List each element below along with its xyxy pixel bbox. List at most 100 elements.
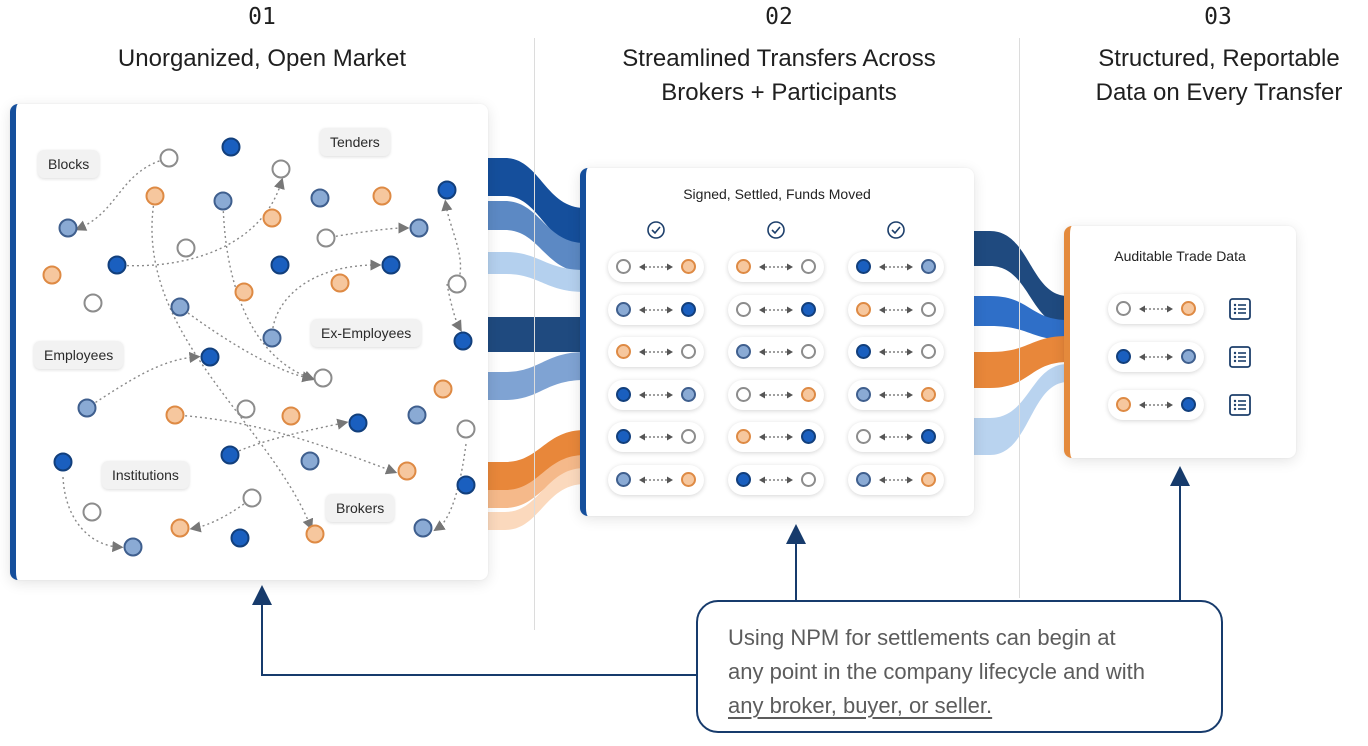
node-mid (856, 471, 871, 487)
market-connection (74, 157, 170, 231)
transfers-card: Signed, Settled, Funds Moved (580, 168, 974, 516)
node-white (801, 471, 816, 487)
transfer-pill (728, 464, 824, 495)
label-employees: Employees (34, 341, 124, 369)
market-connection (151, 195, 314, 531)
transfer-pill (728, 379, 824, 410)
column-title: Structured, Reportable Data on Every Tra… (1070, 42, 1368, 110)
market-node-white (83, 293, 103, 313)
market-node-mid (77, 398, 97, 418)
market-node-mid (310, 188, 330, 208)
market-node-dark (200, 347, 220, 367)
node-dark (856, 259, 871, 274)
label-tenders: Tenders (320, 128, 390, 156)
market-node-dark (381, 255, 401, 275)
node-dark (616, 386, 631, 402)
market-node-dark (220, 445, 240, 465)
market-node-mid (213, 191, 233, 211)
label-institutions: Institutions (102, 461, 189, 489)
callout-link[interactable]: any broker, buyer, or seller. (728, 693, 993, 718)
document-list-icon[interactable] (1228, 345, 1252, 369)
market-node-mid (170, 297, 190, 317)
double-arrow-icon (759, 263, 793, 271)
document-list-icon[interactable] (1228, 297, 1252, 321)
market-node-mid (407, 405, 427, 425)
node-dark (616, 429, 631, 444)
label-ex-employees: Ex-Employees (311, 319, 422, 347)
document-list-icon[interactable] (1228, 393, 1252, 417)
column-title-line: Streamlined Transfers Across (622, 45, 936, 72)
market-node-mid (123, 537, 143, 557)
market-node-mid (409, 218, 429, 238)
transfer-pill (848, 252, 944, 282)
market-node-white (447, 274, 467, 294)
double-arrow-icon (639, 263, 673, 271)
transfer-pill (728, 294, 824, 325)
double-arrow-icon (759, 476, 793, 483)
double-arrow-icon (879, 306, 913, 313)
market-node-white (456, 419, 476, 439)
double-arrow-icon (1139, 305, 1173, 313)
market-node-dark (107, 255, 127, 275)
node-orange (616, 344, 631, 359)
market-connection (441, 199, 462, 285)
market-connection (86, 351, 201, 409)
column-number: 02 (765, 4, 793, 30)
node-mid (681, 386, 696, 402)
node-orange (1181, 301, 1196, 316)
node-orange (921, 471, 936, 487)
market-connection (325, 222, 410, 239)
node-orange (736, 259, 751, 274)
double-arrow-icon (879, 391, 913, 398)
market-node-dark (348, 413, 368, 433)
node-orange (1116, 397, 1131, 412)
open-market-card: Blocks Tenders Ex-Employees Employees In… (10, 104, 488, 580)
node-dark (801, 429, 816, 444)
transfer-pill (728, 252, 824, 282)
node-dark (921, 429, 936, 444)
market-node-orange (42, 265, 62, 285)
market-node-orange (145, 186, 165, 206)
node-white (736, 301, 751, 317)
node-white (681, 429, 696, 444)
market-node-orange (262, 208, 282, 228)
transfer-pill (608, 294, 704, 325)
market-node-mid (262, 328, 282, 348)
market-node-orange (170, 518, 190, 538)
double-arrow-icon (639, 476, 673, 483)
transfer-pill (848, 422, 944, 452)
node-dark (736, 471, 751, 487)
node-white (616, 259, 631, 274)
market-node-mid (58, 218, 78, 238)
transfer-pill (848, 337, 944, 367)
market-node-orange (372, 186, 392, 206)
node-mid (921, 259, 936, 274)
market-node-white (159, 148, 179, 168)
column-title-line: Structured, Reportable (1098, 45, 1340, 72)
market-node-dark (221, 137, 241, 157)
node-dark (801, 301, 816, 317)
transfer-pill (848, 379, 944, 410)
double-arrow-icon (639, 306, 673, 313)
node-mid (616, 471, 631, 487)
market-connection (116, 177, 285, 267)
market-node-dark (456, 475, 476, 495)
node-mid (736, 344, 751, 359)
double-arrow-icon (879, 433, 913, 441)
market-connection (446, 283, 462, 332)
transfer-pill (608, 337, 704, 367)
node-mid (616, 301, 631, 317)
double-arrow-icon (639, 391, 673, 398)
node-mid (856, 386, 871, 402)
node-white (1116, 301, 1131, 316)
node-white (921, 301, 936, 317)
node-dark (681, 301, 696, 317)
node-dark (856, 344, 871, 359)
market-node-orange (165, 405, 185, 425)
column-title-line: Brokers + Participants (661, 79, 897, 106)
transfer-pill (848, 294, 944, 325)
market-connection (229, 418, 349, 456)
transfer-pill (728, 422, 824, 452)
check-circle-icon (887, 221, 905, 239)
